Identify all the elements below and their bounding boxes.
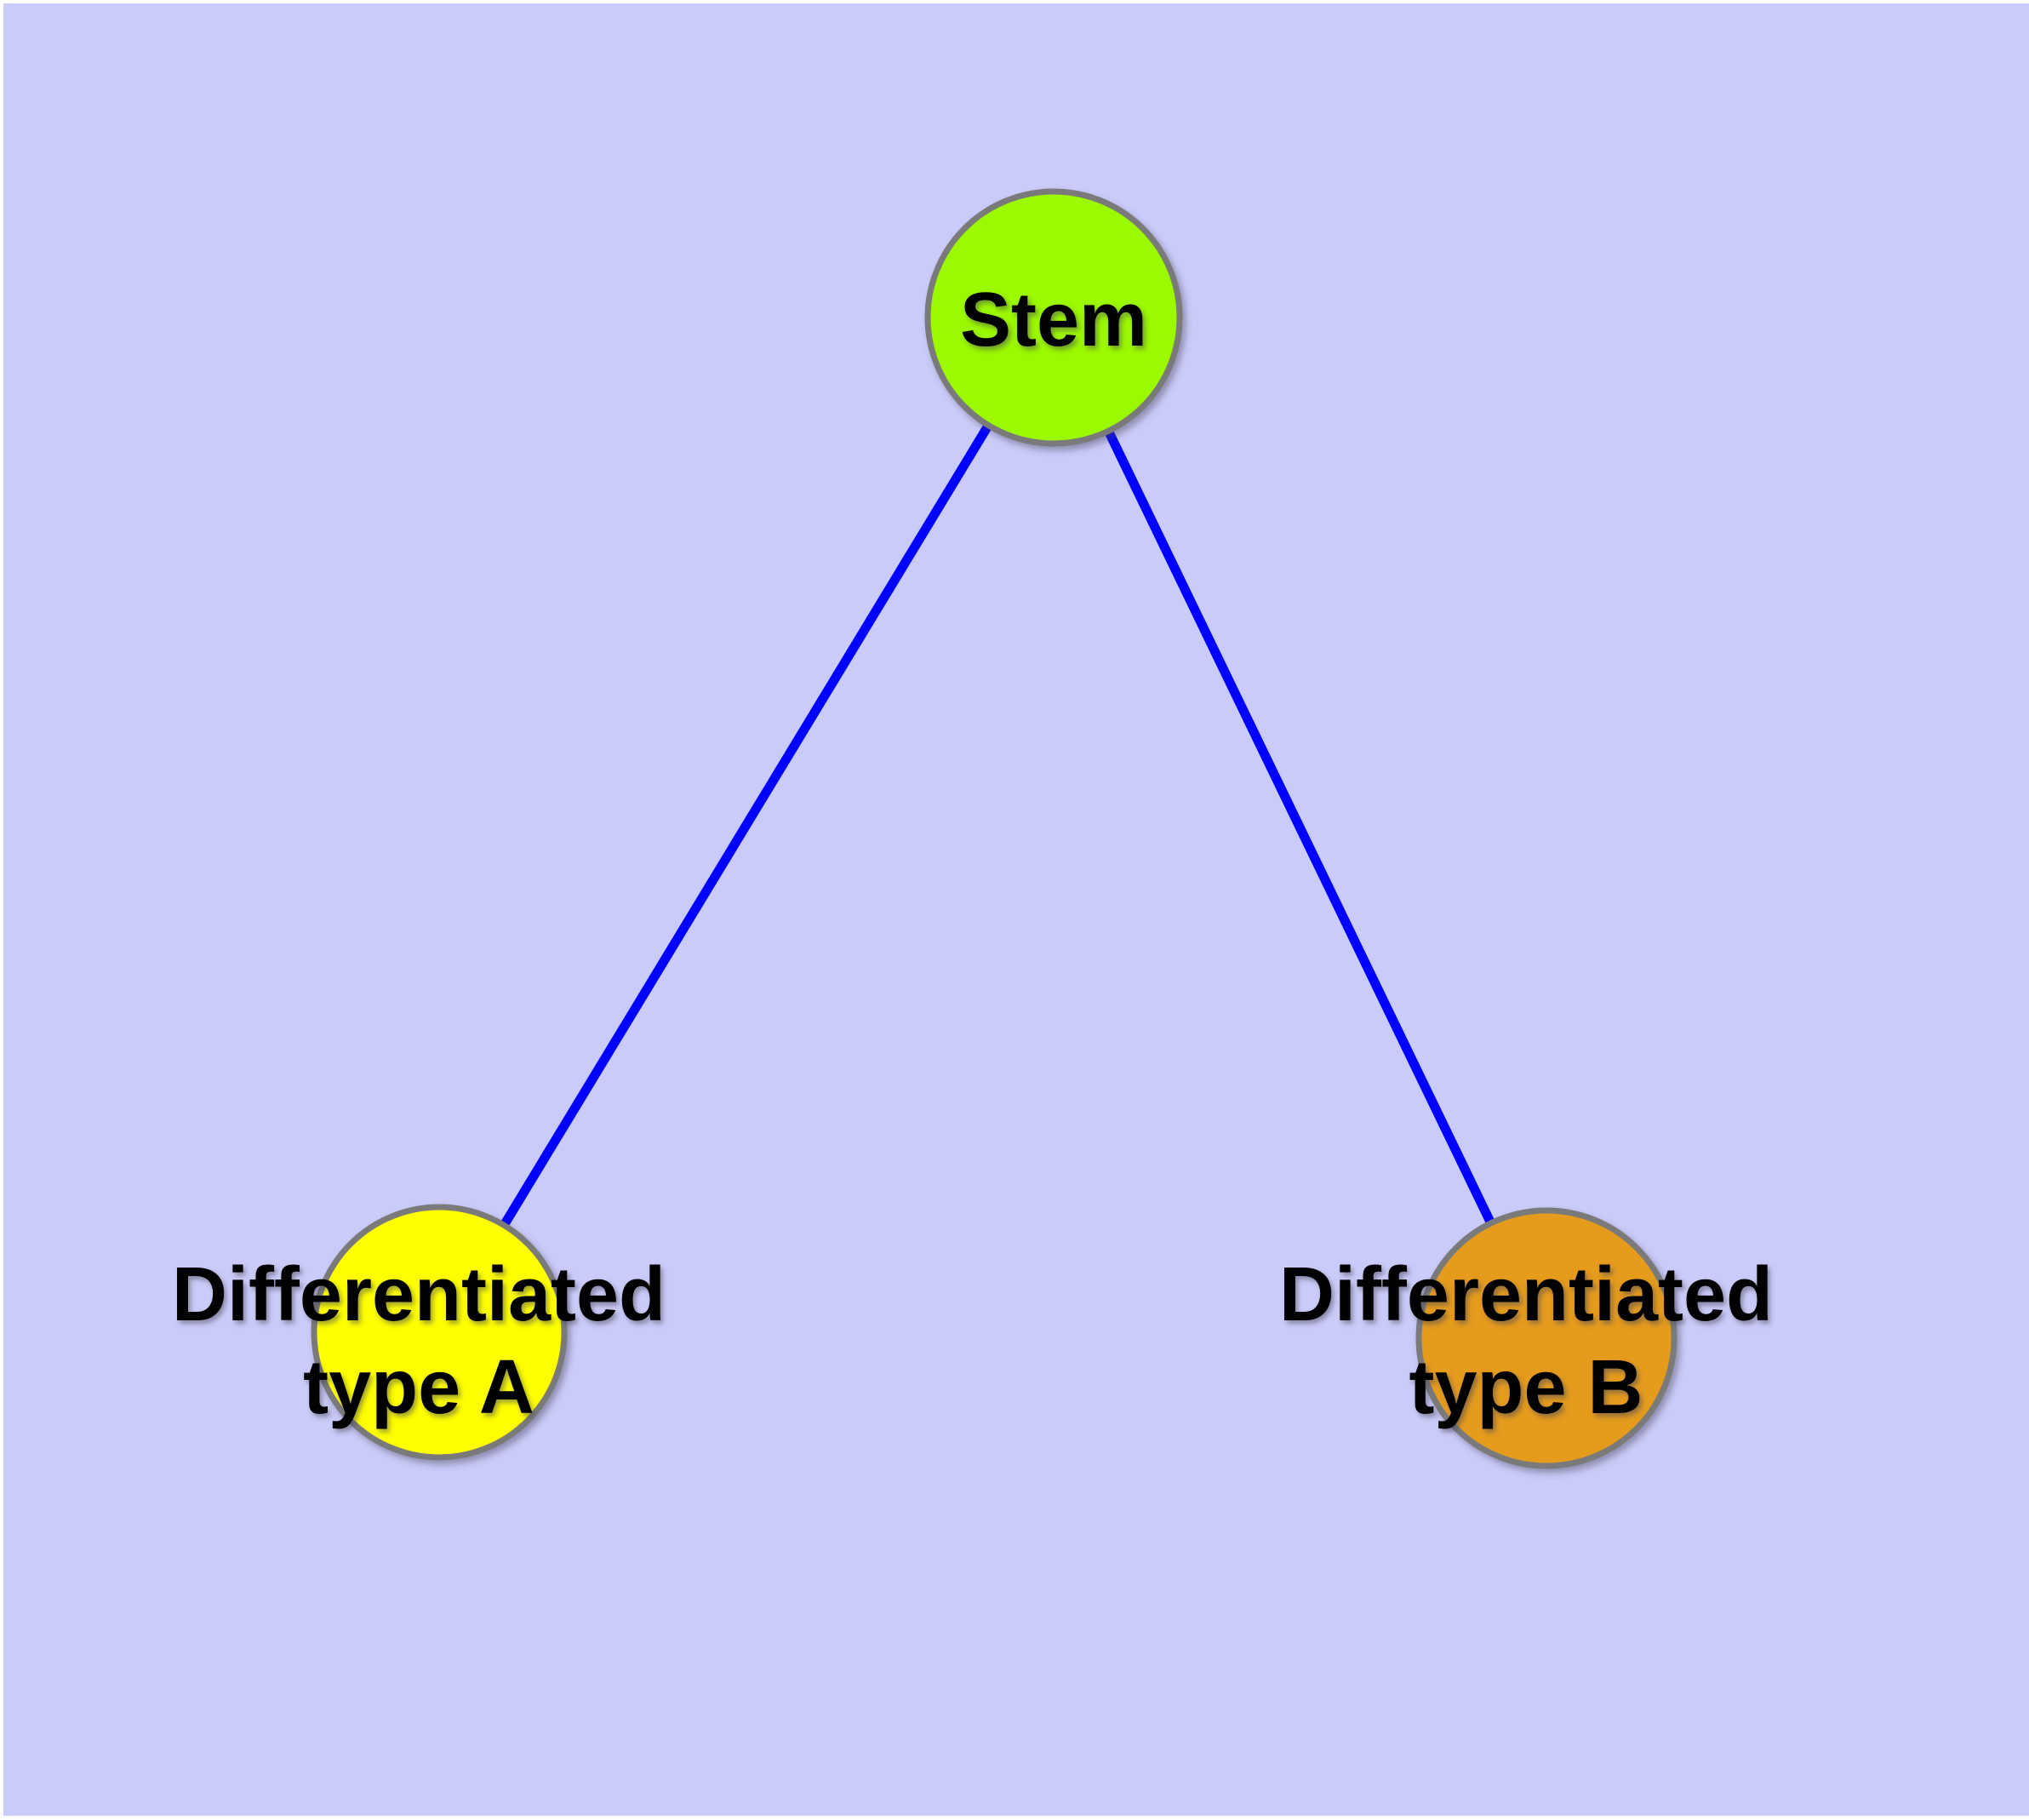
type-b-node-label-line1: Differentiated [1279, 1252, 1773, 1337]
type-b-node-circle [1415, 1207, 1677, 1469]
stem-node-label: Stem [960, 278, 1147, 363]
type-b-node-label-line2: type B [1409, 1345, 1643, 1430]
edge-stem-to-type-b [1049, 315, 1551, 1341]
node-labels: Stem Differentiated type A Differentiate… [172, 278, 1773, 1430]
edge-stem-to-type-a [435, 315, 1058, 1335]
type-a-node-label-line1: Differentiated [172, 1252, 666, 1337]
stem-node-circle [924, 188, 1183, 447]
node-circles [311, 188, 1677, 1469]
type-a-node-circle [311, 1204, 568, 1461]
edges [435, 315, 1551, 1341]
type-a-node-label-line2: type A [303, 1345, 534, 1430]
